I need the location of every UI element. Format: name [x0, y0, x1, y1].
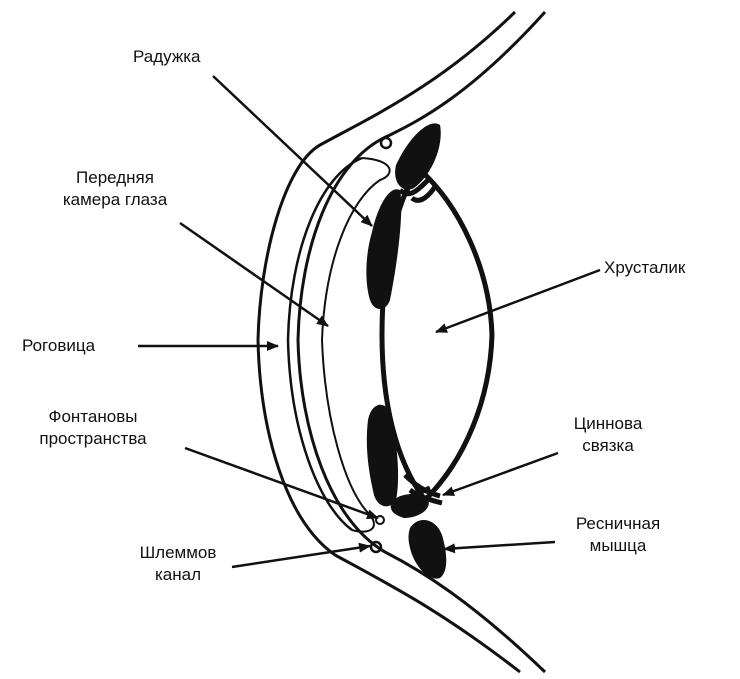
arrow-iris [213, 76, 372, 226]
label-ciliary-line2: мышца [548, 535, 688, 557]
label-cornea: Роговица [22, 335, 95, 357]
label-schlemm-line1: Шлеммов [108, 542, 248, 564]
arrow-ciliary-muscle [444, 542, 555, 549]
label-anterior-chamber: Передняя камера глаза [40, 167, 190, 211]
iris-upper [366, 189, 401, 309]
label-fontana-line2: пространства [18, 428, 168, 450]
label-fontana-spaces: Фонтановы пространства [18, 406, 168, 450]
label-zinn-zonule: Циннова связка [548, 413, 668, 457]
inner-wall-line [298, 12, 545, 672]
label-schlemm-line2: канал [108, 564, 248, 586]
label-lens: Хрусталик [604, 257, 685, 279]
arrow-zinn [443, 453, 558, 495]
label-fontana-line1: Фонтановы [18, 406, 168, 428]
ciliary-upper-body [395, 123, 441, 189]
iris-lower [367, 405, 398, 507]
schlemm-canal-upper [381, 138, 391, 148]
cornea-inner-loop-bottom [322, 340, 374, 532]
arrow-lens [436, 270, 600, 332]
ciliary-lower-body [391, 494, 429, 518]
label-iris: Радужка [133, 46, 200, 68]
label-schlemm-canal: Шлеммов канал [108, 542, 248, 586]
label-anterior-chamber-line1: Передняя [40, 167, 190, 189]
label-zinn-line2: связка [548, 435, 668, 457]
label-zinn-line1: Циннова [548, 413, 668, 435]
label-ciliary-muscle: Ресничная мышца [548, 513, 688, 557]
label-ciliary-line1: Ресничная [548, 513, 688, 535]
label-anterior-chamber-line2: камера глаза [40, 189, 190, 211]
